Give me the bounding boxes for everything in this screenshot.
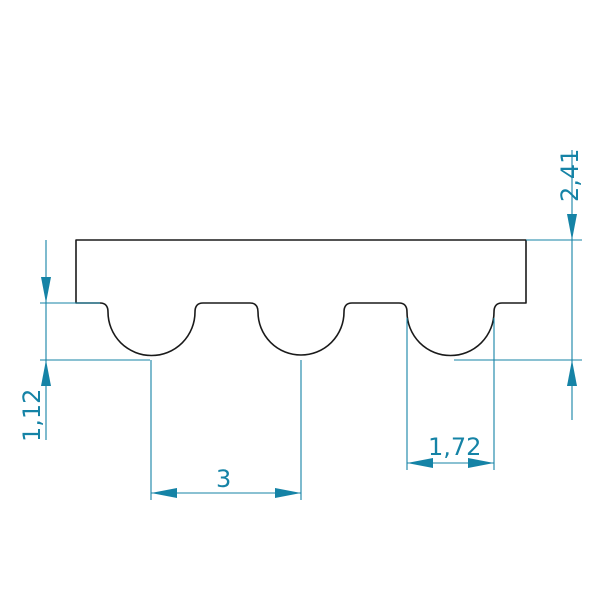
dimension-label-total-height: 2,41 [556, 149, 584, 202]
arrow-down-icon [41, 277, 51, 303]
arrow-right-icon [275, 488, 301, 498]
arrow-up-icon [41, 360, 51, 386]
arrow-down-icon [567, 214, 577, 240]
dimension-tooth-width: 1,72 [406, 318, 495, 470]
dimension-total-height: 2,41 [454, 149, 584, 420]
dimension-pitch: 3 [150, 360, 302, 500]
belt-profile-outline [75, 239, 527, 357]
dimension-tooth-height: 1,12 [18, 240, 150, 442]
arrow-left-icon [151, 488, 177, 498]
dimension-label-pitch: 3 [216, 465, 231, 493]
arrow-left-icon [407, 458, 433, 468]
dimension-label-tooth-width: 1,72 [428, 433, 481, 461]
arrow-up-icon [567, 360, 577, 386]
dimension-label-tooth-height: 1,12 [18, 389, 46, 442]
arrow-right-icon [468, 458, 494, 468]
